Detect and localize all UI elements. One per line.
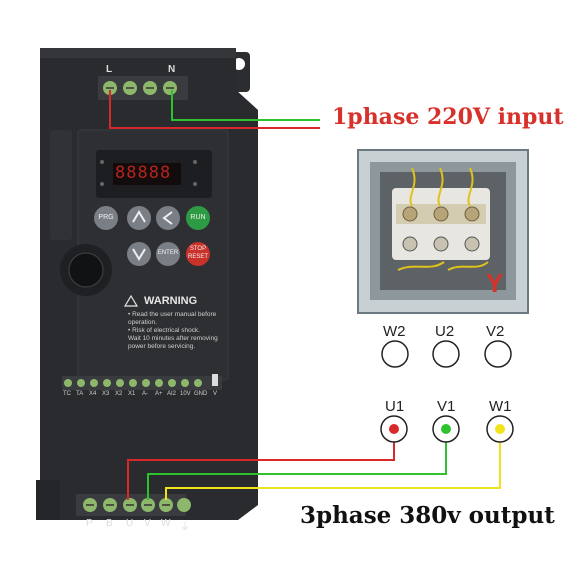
warning-line: • Read the user manual before bbox=[128, 311, 217, 318]
output-wire-w bbox=[165, 438, 501, 500]
control-terminal-label: X2 bbox=[115, 391, 123, 397]
input-title: 1phase 220V input bbox=[332, 104, 564, 130]
motor-top-terminals bbox=[381, 340, 512, 368]
run-key: RUN bbox=[190, 214, 206, 221]
motor-terminal-u2: U2 bbox=[435, 323, 455, 340]
output-title: 3phase 380v output bbox=[300, 502, 555, 529]
control-terminal-label: TA bbox=[76, 391, 84, 397]
control-terminal-label: TC bbox=[63, 391, 71, 397]
keypad-panel bbox=[94, 150, 212, 266]
terminal-u-label: U bbox=[126, 518, 134, 529]
control-terminal-label: 10V bbox=[180, 391, 191, 397]
warning-triangle-icon bbox=[123, 294, 139, 307]
terminal-n-label: N bbox=[168, 64, 176, 75]
motor-terminal-box bbox=[357, 149, 529, 314]
output-wire-u bbox=[127, 438, 395, 500]
enter-key: ENTER bbox=[157, 250, 179, 256]
speed-knob bbox=[60, 244, 112, 296]
ground-icon: ⏚ bbox=[180, 522, 190, 533]
control-terminal-label: A+ bbox=[155, 391, 163, 397]
warning-line: Wait 10 minutes after removing bbox=[128, 335, 218, 342]
warning-line: • Risk of electrical shock. bbox=[128, 327, 200, 334]
input-terminal-block bbox=[98, 76, 188, 100]
reset-key: RESET bbox=[188, 254, 209, 260]
motor-terminal-w2: W2 bbox=[383, 323, 406, 340]
prg-key: PRG bbox=[98, 214, 114, 221]
led-display: 88888 bbox=[115, 163, 172, 183]
control-terminal-label: X3 bbox=[102, 391, 110, 397]
control-terminal-label: V bbox=[213, 391, 218, 397]
control-terminal-label: X4 bbox=[89, 391, 97, 397]
control-terminal-label: GND bbox=[194, 391, 208, 397]
terminal-b-label: B bbox=[106, 518, 113, 529]
warning-line: operation. bbox=[128, 319, 157, 326]
output-terminal-block bbox=[76, 494, 191, 516]
input-wire-l bbox=[109, 90, 320, 129]
input-wire-n bbox=[171, 90, 320, 121]
motor-bottom-terminals bbox=[380, 415, 514, 443]
terminal-p-label: P bbox=[86, 518, 93, 529]
control-terminal-label: AI2 bbox=[167, 391, 177, 397]
motor-terminal-w1: W1 bbox=[489, 398, 512, 415]
control-terminal-label: A- bbox=[142, 391, 148, 397]
output-wire-v bbox=[147, 438, 447, 500]
motor-terminal-v2: V2 bbox=[486, 323, 505, 340]
terminal-v-label: V bbox=[144, 518, 151, 529]
star-connection-label: Y bbox=[486, 268, 504, 298]
motor-terminal-v1: V1 bbox=[437, 398, 456, 415]
control-terminal-strip bbox=[62, 374, 222, 390]
motor-terminal-u1: U1 bbox=[385, 398, 405, 415]
terminal-l-label: L bbox=[106, 64, 113, 75]
terminal-w-label: W bbox=[161, 518, 171, 529]
control-terminal-label: X1 bbox=[128, 391, 136, 397]
warning-title: WARNING bbox=[144, 295, 198, 307]
stop-key: STOP bbox=[189, 246, 207, 252]
warning-line: power before servicing. bbox=[128, 343, 196, 350]
